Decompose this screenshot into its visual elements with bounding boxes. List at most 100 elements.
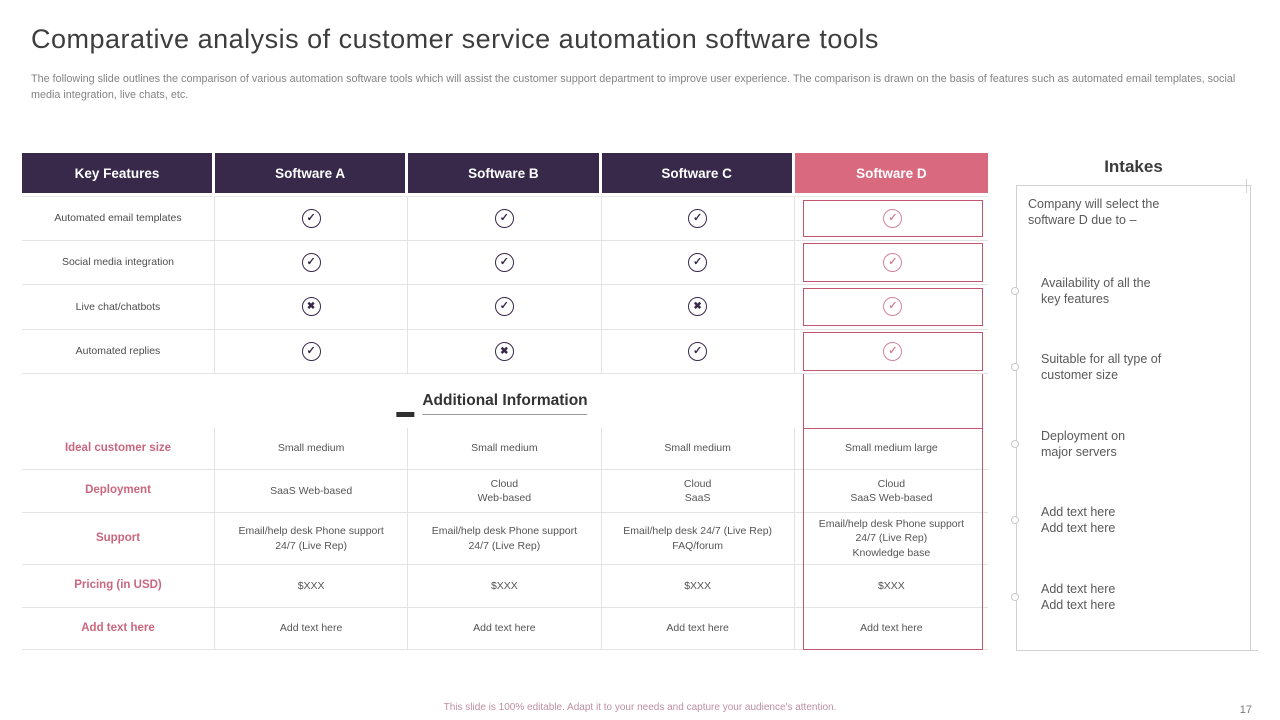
- info-cell: Add text here: [408, 608, 602, 650]
- feature-cell: [408, 196, 602, 241]
- info-cell: Small medium: [408, 428, 602, 470]
- highlight-box: [802, 332, 983, 371]
- status-icon: [883, 341, 903, 361]
- info-cell: Small medium: [601, 428, 795, 470]
- additional-info-title: Additional Information: [396, 392, 588, 417]
- feature-label: Social media integration: [22, 240, 215, 285]
- status-icon: [688, 252, 708, 272]
- header-key-features: Key Features: [22, 153, 215, 196]
- list-item: Suitable for all type of customer size: [1011, 351, 1239, 384]
- feature-cell: [408, 240, 602, 285]
- info-cell: Cloud Web-based: [408, 470, 602, 513]
- row-label: Deployment: [22, 470, 215, 513]
- feature-cell: [601, 285, 795, 330]
- info-cell: Add text here: [215, 608, 409, 650]
- additional-info-table: Ideal customer size Small medium Small m…: [22, 428, 988, 650]
- info-cell-highlighted: $XXX: [794, 565, 988, 608]
- info-cell: $XXX: [408, 565, 602, 608]
- row-label: Ideal customer size: [22, 428, 215, 470]
- row-label: Pricing (in USD): [22, 565, 215, 608]
- corner-tick-icon: [1246, 179, 1247, 193]
- feature-cell: [601, 196, 795, 241]
- list-item: Add text here Add text here: [1011, 581, 1239, 614]
- feature-cell: [215, 285, 409, 330]
- circle-bullet-icon: [1011, 516, 1019, 525]
- slide-subtitle: The following slide outlines the compari…: [31, 73, 1236, 101]
- info-cell: Email/help desk 24/7 (Live Rep) FAQ/foru…: [601, 513, 795, 565]
- feature-cell: [601, 329, 795, 374]
- status-icon: [301, 297, 321, 317]
- highlight-box: [802, 287, 983, 326]
- page-number: 17: [1239, 704, 1252, 716]
- intakes-title: Intakes: [1104, 157, 1163, 176]
- status-icon: [688, 208, 708, 228]
- status-icon: [883, 252, 903, 272]
- status-icon: [494, 208, 514, 228]
- status-icon: [494, 297, 514, 317]
- feature-cell: [408, 285, 602, 330]
- feature-cell: [215, 196, 409, 241]
- info-cell-highlighted: Add text here: [794, 608, 988, 650]
- feature-cell-highlighted: [794, 241, 988, 285]
- feature-label: Automated email templates: [22, 196, 215, 241]
- list-item-text: Add text here Add text here: [1041, 505, 1116, 536]
- header-software-c: Software C: [601, 153, 795, 196]
- info-cell-highlighted: Email/help desk Phone support 24/7 (Live…: [794, 513, 988, 565]
- header-software-d: Software D: [794, 153, 988, 196]
- circle-bullet-icon: [1011, 439, 1019, 448]
- status-icon: [688, 297, 708, 317]
- status-icon: [494, 252, 514, 272]
- header-software-a: Software A: [215, 153, 409, 196]
- status-icon: [883, 208, 903, 228]
- info-cell-highlighted: Cloud SaaS Web-based: [794, 470, 988, 513]
- corner-tick-icon: [1242, 650, 1258, 651]
- highlight-box: [802, 243, 983, 282]
- intakes-list: Availability of all the key features Sui…: [1011, 275, 1239, 614]
- highlight-box: [802, 199, 983, 237]
- list-item: Deployment on major servers: [1011, 428, 1239, 461]
- list-item-text: Add text here Add text here: [1041, 581, 1116, 612]
- info-cell: Small medium: [215, 428, 409, 470]
- info-cell: Email/help desk Phone support 24/7 (Live…: [408, 513, 602, 565]
- list-item: Availability of all the key features: [1011, 275, 1239, 308]
- additional-info-band: Additional Information: [22, 374, 988, 428]
- list-item-text: Suitable for all type of customer size: [1041, 352, 1162, 383]
- intakes-intro: Company will select the software D due t…: [1028, 197, 1160, 228]
- tables-area: Key Features Software A Software B Softw…: [22, 153, 988, 650]
- header-software-b: Software B: [408, 153, 602, 196]
- list-item-text: Deployment on major servers: [1041, 428, 1126, 459]
- list-item: Add text here Add text here: [1011, 504, 1239, 537]
- list-item-text: Availability of all the key features: [1041, 275, 1151, 306]
- feature-cell: [215, 240, 409, 285]
- feature-label: Automated replies: [22, 329, 215, 374]
- info-cell: Add text here: [601, 608, 795, 650]
- feature-cell-highlighted: [794, 330, 988, 374]
- circle-bullet-icon: [1011, 592, 1019, 601]
- status-icon: [301, 252, 321, 272]
- comparison-table: Key Features Software A Software B Softw…: [22, 153, 988, 374]
- status-icon: [494, 341, 514, 361]
- status-icon: [301, 341, 321, 361]
- info-cell: SaaS Web-based: [215, 470, 409, 513]
- feature-cell: [601, 240, 795, 285]
- status-icon: [883, 297, 903, 317]
- intakes-panel: Company will select the software D due t…: [1011, 179, 1258, 651]
- feature-cell: [408, 329, 602, 374]
- page-title: Comparative analysis of customer service…: [31, 24, 879, 54]
- circle-bullet-icon: [1011, 286, 1019, 295]
- row-label: Support: [22, 513, 215, 565]
- info-cell-highlighted: Small medium large: [794, 428, 988, 470]
- status-icon: [688, 341, 708, 361]
- feature-cell-highlighted: [794, 196, 988, 241]
- info-cell: Email/help desk Phone support 24/7 (Live…: [215, 513, 409, 565]
- info-cell: $XXX: [601, 565, 795, 608]
- feature-cell-highlighted: [794, 285, 988, 330]
- circle-bullet-icon: [1011, 363, 1019, 372]
- footer-note: This slide is 100% editable. Adapt it to…: [443, 702, 837, 713]
- info-cell: $XXX: [215, 565, 409, 608]
- feature-cell: [215, 329, 409, 374]
- info-cell: Cloud SaaS: [601, 470, 795, 513]
- feature-label: Live chat/chatbots: [22, 285, 215, 330]
- row-label: Add text here: [22, 608, 215, 650]
